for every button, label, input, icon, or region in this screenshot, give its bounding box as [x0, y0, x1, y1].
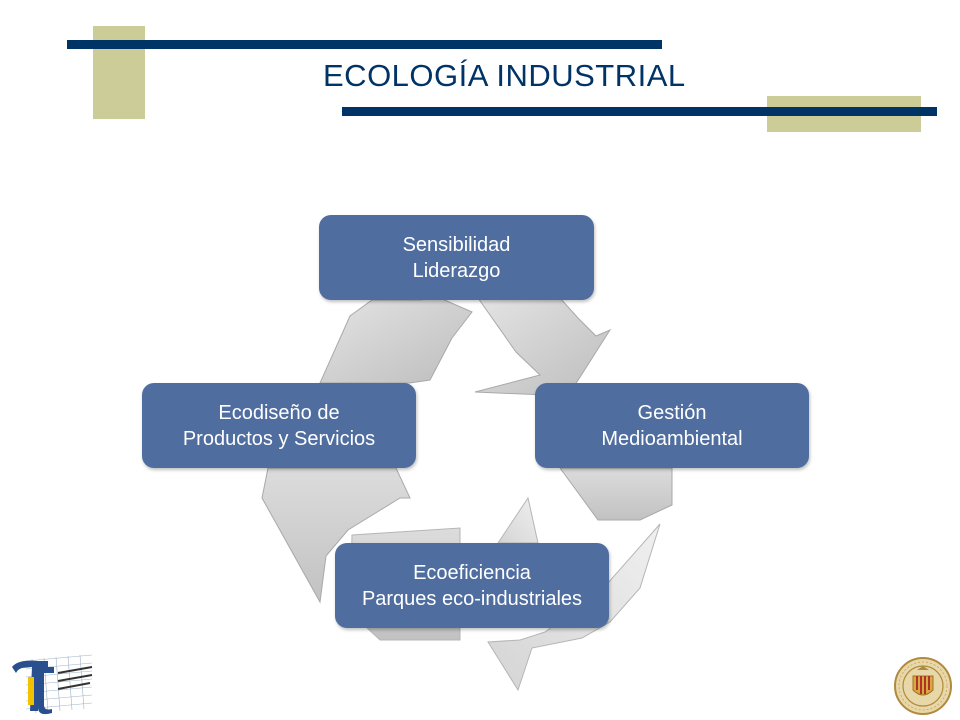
cycle-box-label: Productos y Servicios — [182, 427, 376, 450]
arrow-top-to-right — [474, 297, 612, 397]
header-bar-top — [67, 40, 662, 49]
department-pi-logo-icon — [12, 654, 93, 715]
cycle-box-label: Parques eco-industriales — [361, 587, 583, 610]
cycle-box-label: Ecoeficiencia — [413, 561, 531, 584]
header-bar-bottom — [342, 107, 937, 116]
cycle-box-sensibilidad-liderazgo: Sensibilidad Liderazgo — [319, 215, 594, 300]
cycle-box-label: Ecodiseño de — [218, 401, 340, 424]
cycle-box-ecodiseno: Ecodiseño de Productos y Servicios — [142, 383, 416, 468]
slide-title: ECOLOGÍA INDUSTRIAL — [323, 58, 686, 93]
arrow-bottom-head — [497, 496, 539, 544]
cycle-box-gestion-medioambiental: Gestión Medioambiental — [535, 383, 809, 468]
cycle-box-ecoeficiencia: Ecoeficiencia Parques eco-industriales — [335, 543, 609, 628]
cycle-box-label: Liderazgo — [412, 259, 501, 282]
arrow-bottom-curve — [487, 523, 661, 692]
university-seal-icon — [894, 657, 952, 715]
arrow-left-to-top — [319, 297, 473, 384]
cycle-box-label: Gestión — [637, 401, 707, 424]
arrow-right-to-bottom — [559, 467, 673, 521]
arrow-bottom-to-left — [261, 467, 411, 604]
cycle-box-label: Medioambiental — [601, 427, 743, 450]
cycle-box-label: Sensibilidad — [402, 233, 511, 256]
